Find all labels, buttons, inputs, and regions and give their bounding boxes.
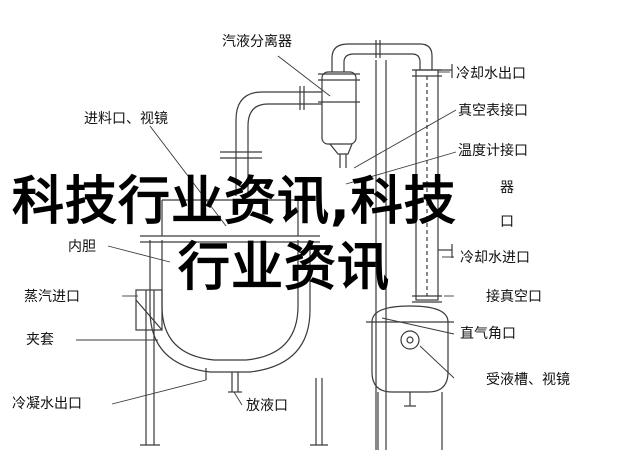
label-steam-inlet: 蒸汽进口 — [24, 289, 80, 305]
vapor-pipe — [220, 86, 322, 196]
label-drain-port: 放液口 — [246, 398, 288, 414]
label-vapor-separator: 汽液分离器 — [222, 34, 292, 50]
label-vacuum-gauge-port: 真空表接口 — [458, 103, 528, 119]
label-jacket: 夹套 — [26, 332, 54, 348]
watermark-line-2: 行业资讯 — [178, 238, 391, 298]
label-thermometer-port: 温度计接口 — [458, 143, 528, 159]
label-inner-liner: 内胆 — [68, 239, 96, 255]
label-cooling-water-inlet: 冷却水进口 — [460, 250, 530, 266]
label-partial-right-2: 口 — [500, 214, 514, 230]
label-cooling-water-outlet-top: 冷却水出口 — [456, 66, 526, 82]
receiving-tank-shape — [366, 305, 454, 450]
label-receiving-tank-sight-glass: 受液槽、视镜 — [486, 372, 570, 388]
support-legs — [135, 289, 328, 446]
label-feed-inlet-sight-glass: 进料口、视镜 — [84, 111, 168, 127]
vapor-separator-shape — [318, 40, 433, 168]
label-vacuum-port: 接真空口 — [486, 289, 542, 305]
watermark-line-1: 科技行业资讯,科技 — [12, 172, 457, 232]
label-partial-right-1: 器 — [500, 180, 514, 196]
leader-lines — [76, 55, 457, 406]
label-straight-angle-port: 直气角口 — [460, 326, 516, 342]
label-condensate-outlet: 冷凝水出口 — [12, 396, 82, 412]
condenser-shape — [375, 60, 453, 450]
